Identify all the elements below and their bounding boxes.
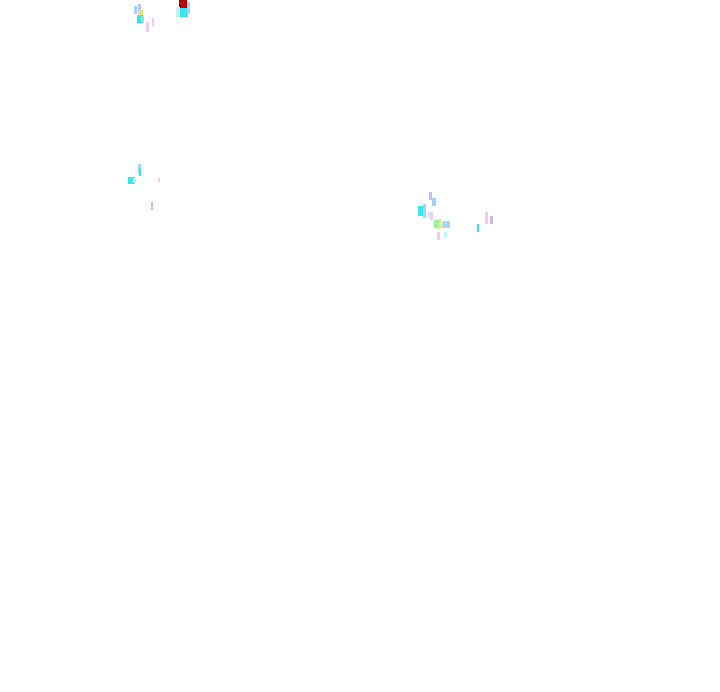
artifact-frag — [152, 18, 154, 26]
artifact-frag — [146, 22, 149, 32]
artifact-frag — [151, 202, 153, 210]
artifact-frag — [418, 206, 423, 216]
artifact-frag — [138, 4, 141, 14]
artifact-frag — [430, 212, 433, 220]
artifact-frag — [434, 220, 441, 228]
artifact-frag — [137, 15, 143, 23]
artifact-frag — [477, 224, 479, 232]
artifact-frag — [444, 232, 447, 238]
artifact-frag — [134, 6, 137, 14]
artifact-frag — [432, 198, 436, 206]
artifact-frag — [141, 16, 144, 22]
artifact-frag — [429, 192, 432, 200]
artifact-frag — [133, 178, 136, 183]
artifact-mid-svg — [128, 164, 160, 210]
artifact-cluster-top — [130, 0, 194, 36]
artifact-frag — [180, 8, 188, 17]
artifact-frag — [423, 204, 426, 218]
artifact-frag — [139, 10, 143, 16]
artifact-frag — [179, 0, 187, 8]
artifact-cluster-right — [414, 188, 500, 242]
artifact-frag — [490, 216, 493, 224]
artifact-frag — [427, 212, 431, 218]
artifact-frag — [158, 178, 160, 182]
artifact-frag — [128, 177, 135, 184]
artifact-frag — [176, 7, 180, 17]
artifact-frag — [139, 168, 141, 176]
artifact-top-svg — [134, 0, 190, 32]
artifact-frag — [438, 219, 441, 229]
artifact-cluster-middle — [124, 160, 164, 212]
artifact-frag — [187, 2, 190, 14]
artifact-right-svg — [418, 192, 493, 240]
artifact-frag — [442, 221, 450, 228]
artifact-frag — [437, 232, 440, 240]
artifact-frag — [485, 212, 488, 224]
